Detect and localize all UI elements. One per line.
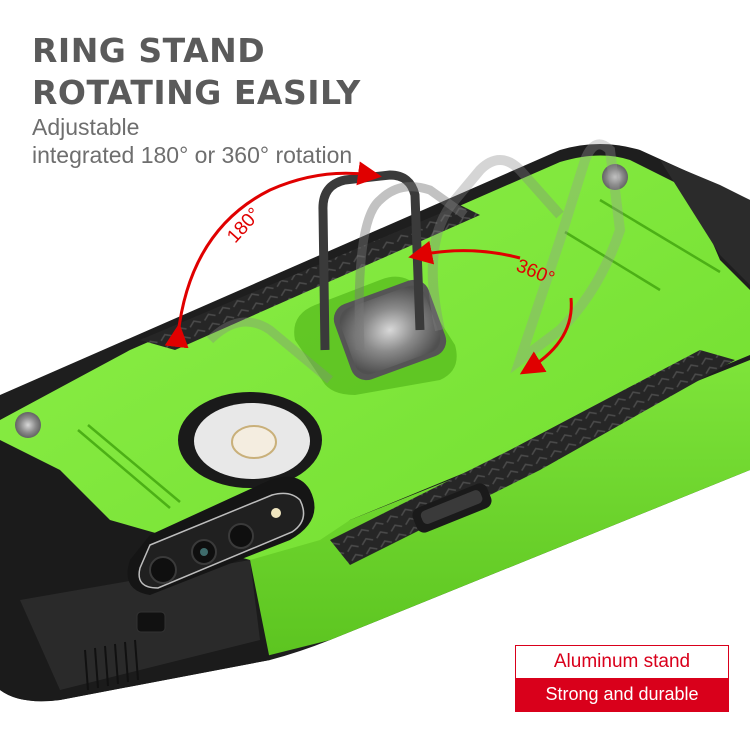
feature-badge: Aluminum stand Strong and durable xyxy=(515,645,729,712)
headline: RING STAND ROTATING EASILY xyxy=(32,30,361,114)
subheadline: Adjustable integrated 180° or 360° rotat… xyxy=(32,113,352,169)
side-button xyxy=(412,483,492,533)
badge-bottom-label: Strong and durable xyxy=(516,678,728,711)
headline-line-1: RING STAND xyxy=(32,31,266,70)
rotation-180-label: 180° xyxy=(223,204,265,247)
fingerprint-cutout xyxy=(178,392,322,488)
screw-icon xyxy=(15,412,41,438)
camera-module xyxy=(127,476,315,595)
headline-line-2: ROTATING EASILY xyxy=(32,73,361,112)
screw-icon xyxy=(602,164,628,190)
phone-case xyxy=(0,144,750,702)
badge-top-label: Aluminum stand xyxy=(516,646,728,678)
subheadline-line-2: integrated 180° or 360° rotation xyxy=(32,142,353,168)
subheadline-line-1: Adjustable xyxy=(32,114,140,140)
